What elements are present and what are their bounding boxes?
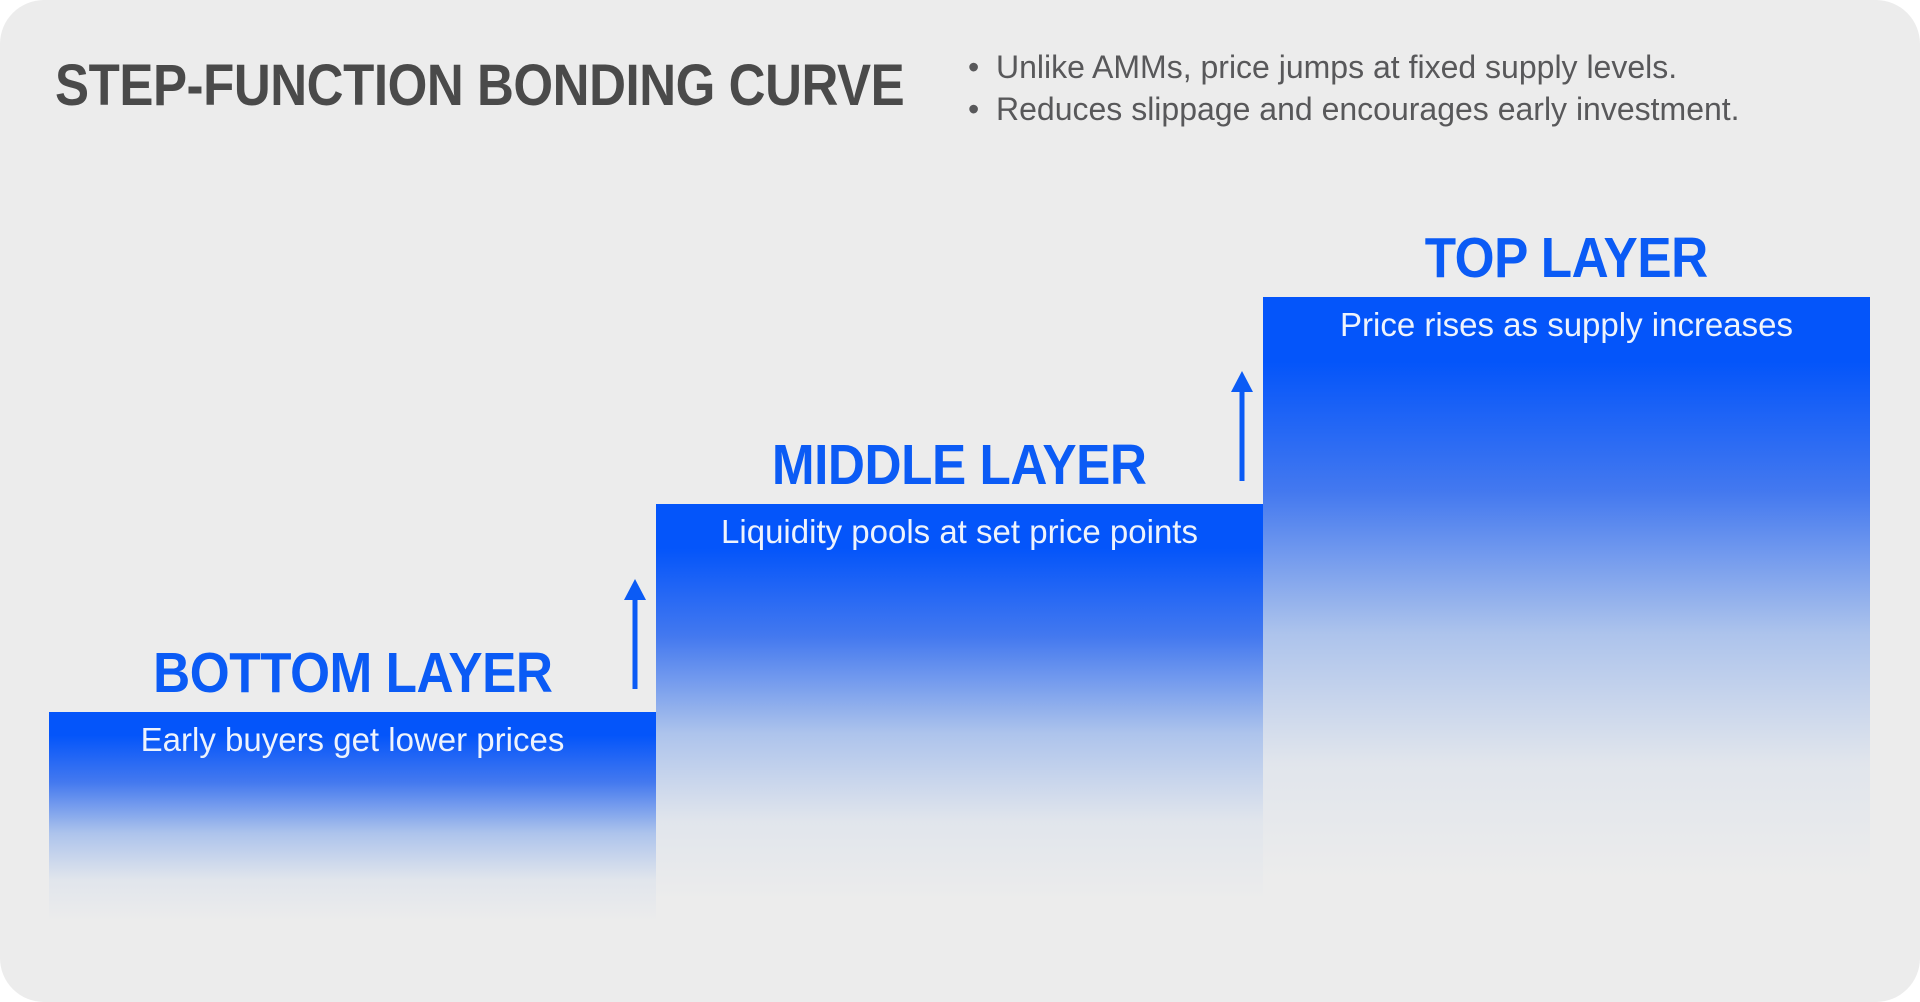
up-arrow-icon-middle-to-top bbox=[1231, 371, 1253, 481]
layer-caption-middle: Liquidity pools at set price points bbox=[721, 513, 1198, 550]
bullet-text: Reduces slippage and encourages early in… bbox=[996, 91, 1740, 127]
layer-caption-bottom: Early buyers get lower prices bbox=[140, 721, 565, 758]
bullet-item: • Reduces slippage and encourages early … bbox=[968, 88, 1740, 130]
up-arrow-icon-bottom-to-middle bbox=[624, 579, 646, 689]
bullet-list: • Unlike AMMs, price jumps at fixed supp… bbox=[968, 46, 1740, 130]
page-title: STEP-FUNCTION BONDING CURVE bbox=[55, 53, 905, 118]
layer-label-top: TOP LAYER bbox=[1425, 226, 1708, 290]
layer-block-top bbox=[1263, 297, 1870, 945]
bullet-text: Unlike AMMs, price jumps at fixed supply… bbox=[996, 49, 1678, 85]
layer-label-bottom: BOTTOM LAYER bbox=[152, 641, 553, 705]
layer-caption-top: Price rises as supply increases bbox=[1339, 306, 1793, 343]
layer-block-bottom bbox=[49, 712, 656, 945]
bullet-dot-icon: • bbox=[968, 49, 980, 85]
layer-block-middle bbox=[656, 504, 1263, 945]
bullet-item: • Unlike AMMs, price jumps at fixed supp… bbox=[968, 46, 1740, 88]
bullet-dot-icon: • bbox=[968, 91, 980, 127]
layer-label-middle: MIDDLE LAYER bbox=[772, 433, 1147, 497]
